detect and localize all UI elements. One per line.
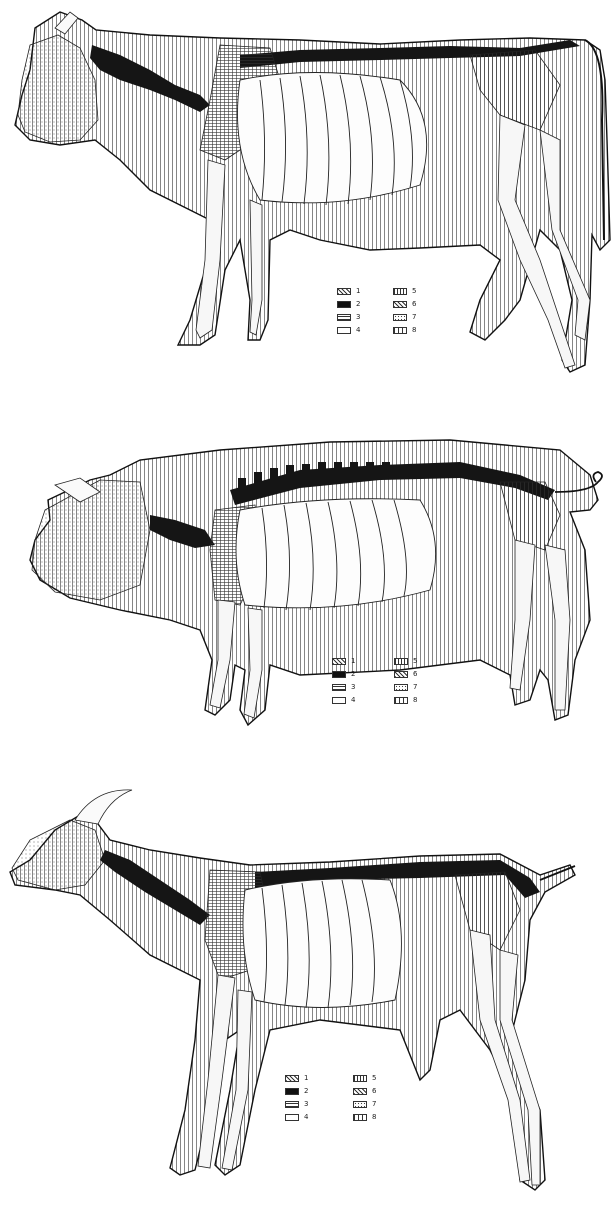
legend-swatch-icon xyxy=(393,327,407,334)
pig-legend-item-8: 8 xyxy=(394,697,417,704)
legend-swatch-icon xyxy=(353,1075,367,1082)
goat-legend-item-6: 6 xyxy=(353,1088,376,1095)
legend-number: 4 xyxy=(304,1114,308,1121)
goat-skeleton-diagram xyxy=(0,780,612,1205)
goat-legend-item-3: 3 xyxy=(285,1101,308,1108)
goat-legend-item-7: 7 xyxy=(353,1101,376,1108)
pig-skeleton-diagram xyxy=(0,420,612,740)
legend-swatch-icon xyxy=(337,314,351,321)
pig-legend-item-5: 5 xyxy=(394,658,417,665)
legend-number: 8 xyxy=(412,327,416,334)
pig-legend-item-1: 1 xyxy=(332,658,355,665)
legend-number: 6 xyxy=(412,301,416,308)
legend-number: 3 xyxy=(351,684,355,691)
legend-swatch-icon xyxy=(394,658,408,665)
legend-swatch-icon xyxy=(353,1088,367,1095)
pig-legend-item-4: 4 xyxy=(332,697,355,704)
legend-number: 7 xyxy=(412,314,416,321)
cow-legend-item-3: 3 xyxy=(337,314,360,321)
pig-legend-item-6: 6 xyxy=(394,671,417,678)
legend-number: 5 xyxy=(412,288,416,295)
cow-legend-item-1: 1 xyxy=(337,288,360,295)
legend-swatch-icon xyxy=(285,1088,299,1095)
goat-legend-item-1: 1 xyxy=(285,1075,308,1082)
goat-figure: 1 2 3 4 5 6 7 8 xyxy=(0,780,612,1205)
legend-number: 4 xyxy=(356,327,360,334)
legend-swatch-icon xyxy=(393,314,407,321)
legend-number: 7 xyxy=(372,1101,376,1108)
goat-legend: 1 2 3 4 5 6 7 8 xyxy=(285,1075,415,1135)
pig-legend-item-7: 7 xyxy=(394,684,417,691)
goat-legend-item-2: 2 xyxy=(285,1088,308,1095)
legend-number: 5 xyxy=(413,658,417,665)
legend-swatch-icon xyxy=(285,1075,299,1082)
cow-legend-item-7: 7 xyxy=(393,314,416,321)
pig-ribcage xyxy=(236,499,436,610)
goat-legend-item-5: 5 xyxy=(353,1075,376,1082)
legend-swatch-icon xyxy=(394,671,408,678)
goat-horn xyxy=(75,790,132,824)
legend-swatch-icon xyxy=(353,1101,367,1108)
legend-swatch-icon xyxy=(285,1114,299,1121)
legend-swatch-icon xyxy=(394,684,408,691)
legend-swatch-icon xyxy=(393,301,407,308)
legend-swatch-icon xyxy=(332,697,346,704)
legend-number: 2 xyxy=(304,1088,308,1095)
cow-legend-item-2: 2 xyxy=(337,301,360,308)
cow-legend-item-8: 8 xyxy=(393,327,416,334)
cow-skeleton-diagram xyxy=(0,0,612,390)
legend-number: 1 xyxy=(351,658,355,665)
legend-number: 8 xyxy=(372,1114,376,1121)
goat-legend-item-8: 8 xyxy=(353,1114,376,1121)
legend-number: 6 xyxy=(413,671,417,678)
legend-swatch-icon xyxy=(337,301,351,308)
legend-swatch-icon xyxy=(285,1101,299,1108)
pig-legend-item-2: 2 xyxy=(332,671,355,678)
cow-ribcage xyxy=(238,73,427,206)
cow-figure: 1 2 3 4 5 6 7 8 xyxy=(0,0,612,390)
legend-number: 2 xyxy=(356,301,360,308)
pig-skull xyxy=(32,480,150,600)
pig-legend-item-3: 3 xyxy=(332,684,355,691)
pig-legend: 1 2 3 4 5 6 7 8 xyxy=(332,658,442,718)
legend-swatch-icon xyxy=(332,658,346,665)
legend-number: 4 xyxy=(351,697,355,704)
legend-number: 6 xyxy=(372,1088,376,1095)
legend-number: 3 xyxy=(356,314,360,321)
legend-number: 1 xyxy=(304,1075,308,1082)
cow-legend: 1 2 3 4 5 6 7 8 xyxy=(337,288,447,348)
legend-swatch-icon xyxy=(337,288,351,295)
cow-legend-item-4: 4 xyxy=(337,327,360,334)
legend-swatch-icon xyxy=(394,697,408,704)
legend-swatch-icon xyxy=(332,684,346,691)
goat-legend-item-4: 4 xyxy=(285,1114,308,1121)
legend-number: 1 xyxy=(356,288,360,295)
legend-number: 3 xyxy=(304,1101,308,1108)
cow-legend-item-6: 6 xyxy=(393,301,416,308)
legend-number: 8 xyxy=(413,697,417,704)
legend-swatch-icon xyxy=(332,671,346,678)
legend-number: 7 xyxy=(413,684,417,691)
legend-swatch-icon xyxy=(353,1114,367,1121)
pig-figure: 1 2 3 4 5 6 7 8 xyxy=(0,420,612,740)
legend-number: 2 xyxy=(351,671,355,678)
cow-legend-item-5: 5 xyxy=(393,288,416,295)
legend-swatch-icon xyxy=(337,327,351,334)
legend-swatch-icon xyxy=(393,288,407,295)
goat-ribcage xyxy=(243,879,401,1008)
legend-number: 5 xyxy=(372,1075,376,1082)
